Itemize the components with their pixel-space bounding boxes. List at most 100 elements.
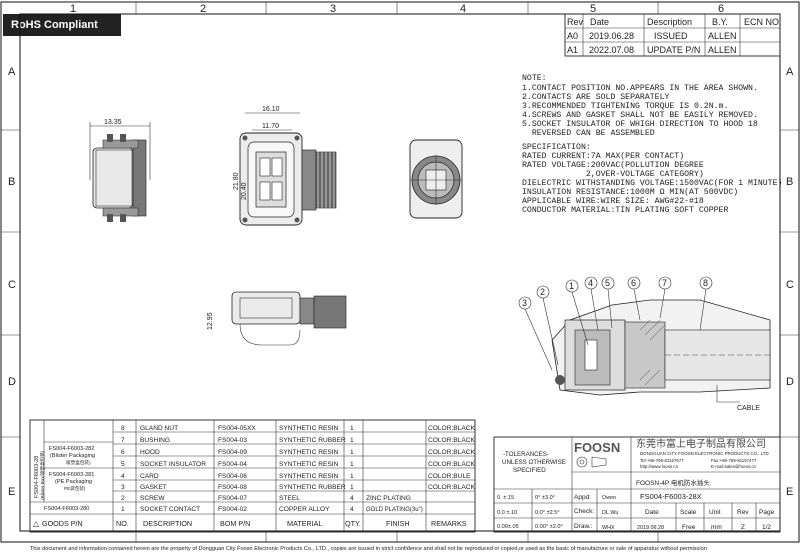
goods-pn-282-note1: (Blister Packaging xyxy=(50,453,95,459)
callout-3: 3 xyxy=(522,298,527,308)
callout-8: 8 xyxy=(703,278,708,288)
draw-value: WHX xyxy=(602,525,615,531)
bom-row-6-no: 6 xyxy=(121,449,125,456)
section-view: CABLE xyxy=(551,299,771,412)
zone-row-a-right: A xyxy=(786,66,794,78)
bom-row-7-qty: 1 xyxy=(350,437,354,444)
unit-label: Unit xyxy=(709,509,721,516)
note-2: 2.CONTACTS ARE SOLD SEPARATELY xyxy=(522,93,669,102)
rev-row-2-by: ALLEN xyxy=(708,45,737,55)
bom-header-material: MATERIAL xyxy=(287,519,322,528)
bom-header-qty: QTY. xyxy=(345,519,361,528)
zone-row-d-right: D xyxy=(786,376,794,388)
dim-13-35: 13.35 xyxy=(104,119,122,126)
spec-7: CONDUCTOR MATERIAL:TIN PLATING SOFT COPP… xyxy=(522,206,728,215)
bom-row-2-qty: 4 xyxy=(350,495,354,502)
tol-linear-2: 0.00±.05 xyxy=(497,524,519,530)
bom-row-5-pn: FS004-04 xyxy=(218,461,247,468)
tol-angle-0: 0° ±3.0° xyxy=(535,495,555,501)
inner-frame xyxy=(19,13,781,532)
rev-row-1-desc: ISSUED xyxy=(654,31,688,41)
bom-row-4-desc: CARD xyxy=(140,473,159,480)
bom-row-7-material: SYNTHETIC RUBBER xyxy=(279,437,346,444)
zone-col-2: 2 xyxy=(200,3,206,15)
company-name-cn: 东莞市富上电子制品有限公司 xyxy=(636,437,766,450)
bom-row-3-material: SYNTHETIC RUBBER xyxy=(279,484,346,491)
check-value: DL.Wu xyxy=(602,510,618,516)
zone-row-b-left: B xyxy=(8,176,15,188)
rev-label: Rev xyxy=(737,509,749,516)
confidentiality-footer: This document and information contained … xyxy=(30,546,707,552)
callout-6: 6 xyxy=(631,278,636,288)
bom-header-desc: DESCRIPTION xyxy=(143,519,192,528)
bom-row-5-desc: SOCKET INSULATOR xyxy=(140,461,206,468)
projection-icon xyxy=(576,456,607,468)
tol-angle-2: 0.00° ±2.0° xyxy=(535,524,563,530)
cable-label: CABLE xyxy=(737,405,760,412)
goods-pn-281-note2: PE袋包装) xyxy=(64,485,86,492)
appd-label: Appd: xyxy=(574,494,591,501)
zone-col-5: 5 xyxy=(590,3,596,15)
unit-value: mm xyxy=(711,524,722,531)
tolerance-line-2: UNLESS OTHERWISE xyxy=(502,459,566,466)
callout-5: 5 xyxy=(605,278,610,288)
goods-pn-282: FS004-F6003-282 xyxy=(49,446,94,452)
spec-4: DIELECTRIC WITHSTANDING VOLTAGE:1500VAC(… xyxy=(522,178,782,188)
bom-header-remarks: REMARKS xyxy=(431,519,467,528)
bom-row-6-pn: FS004-09 xyxy=(218,449,247,456)
bom-header-no: NO. xyxy=(116,519,129,528)
bom-row-1-material: COPPER ALLOY xyxy=(279,506,330,513)
zone-col-3: 3 xyxy=(330,3,336,15)
callout-2: 2 xyxy=(540,287,545,297)
goods-pn-282-note2: 吸塑盒包装) xyxy=(66,459,91,466)
bom-row-1-qty: 4 xyxy=(350,506,354,513)
bom-header-finish: FINISH xyxy=(386,519,410,528)
bom-row-7-remarks: COLOR:BLACK xyxy=(428,437,476,444)
outer-frame xyxy=(0,1,800,543)
rev-row-1-by: ALLEN xyxy=(708,31,737,41)
zone-row-d-left: D xyxy=(8,376,16,388)
callout-4: 4 xyxy=(588,278,593,288)
revision-table: Rev Date Description B.Y. ECN NO. A0 201… xyxy=(564,13,782,57)
bom-row-5-qty: 1 xyxy=(350,461,354,468)
zone-row-b-right: B xyxy=(786,176,793,188)
bom-row-5-material: SYNTHETIC RESIN xyxy=(279,461,339,468)
bom-row-3-pn: FS004-08 xyxy=(218,484,247,491)
page-label: Page xyxy=(759,509,775,516)
goods-vertical-note: (Blister Box/吸塑盒包装) xyxy=(39,450,46,500)
bom-row-2-finish: ZINC PLATING xyxy=(366,495,411,502)
goods-pn-280: FS004-F6003-280 xyxy=(44,506,89,512)
note-5-cont: REVERSED CAN BE ASSEMBLED xyxy=(522,129,655,138)
check-label: Check: xyxy=(574,508,594,515)
note-4: 4.SCREWS AND GASKET SHALL NOT BE EASILY … xyxy=(522,111,758,120)
drawing-title: FOOSN-4P 电机防水插头 xyxy=(636,478,710,487)
bom-table: 8 GLAND NUT FS004-05XX SYNTHETIC RESIN 1… xyxy=(29,419,476,533)
bom-row-3-desc: GASKET xyxy=(140,484,167,491)
bom-row-3-remarks: COLOR:BLACK xyxy=(428,484,476,491)
goods-pn-281-note1: (PE Packaging xyxy=(55,479,92,485)
note-1: 1.CONTACT POSITION NO.APPEARS IN THE ARE… xyxy=(522,84,758,93)
company-web: http://www.foosn.cn xyxy=(640,464,679,469)
company-email: E-mail:sales@foosn.cn xyxy=(711,464,757,469)
bom-row-8-desc: GLAND NUT xyxy=(140,425,178,432)
bom-row-3-no: 3 xyxy=(121,484,125,491)
dim-16-10: 16.10 xyxy=(262,106,280,113)
zone-row-a-left: A xyxy=(8,66,16,78)
scale-label: Scale xyxy=(680,509,697,516)
bom-row-1-pn: FS004-02 xyxy=(218,506,247,513)
bom-row-8-pn: FS004-05XX xyxy=(218,425,256,432)
callouts: 3 2 1 4 5 6 7 8 xyxy=(518,276,713,371)
bom-row-5-no: 5 xyxy=(121,461,125,468)
rev-header-rev: Rev xyxy=(567,17,584,27)
tol-angle-1: 0.0° ±2.5° xyxy=(535,510,560,516)
rev-header-ecn: ECN NO. xyxy=(744,17,782,27)
callout-1: 1 xyxy=(569,281,574,291)
rev-header-by: B.Y. xyxy=(712,17,728,27)
triangle-icon: △ xyxy=(33,519,40,528)
bom-row-6-qty: 1 xyxy=(350,449,354,456)
scale-value: Free xyxy=(682,524,696,531)
title-block: -TOLERANCES- UNLESS OTHERWISE SPECIFIED … xyxy=(493,436,781,533)
spec-3: 2,OVER-VOLTAGE CATEGORY) xyxy=(522,169,704,179)
bom-row-6-remarks: COLOR:BLACK xyxy=(428,449,476,456)
